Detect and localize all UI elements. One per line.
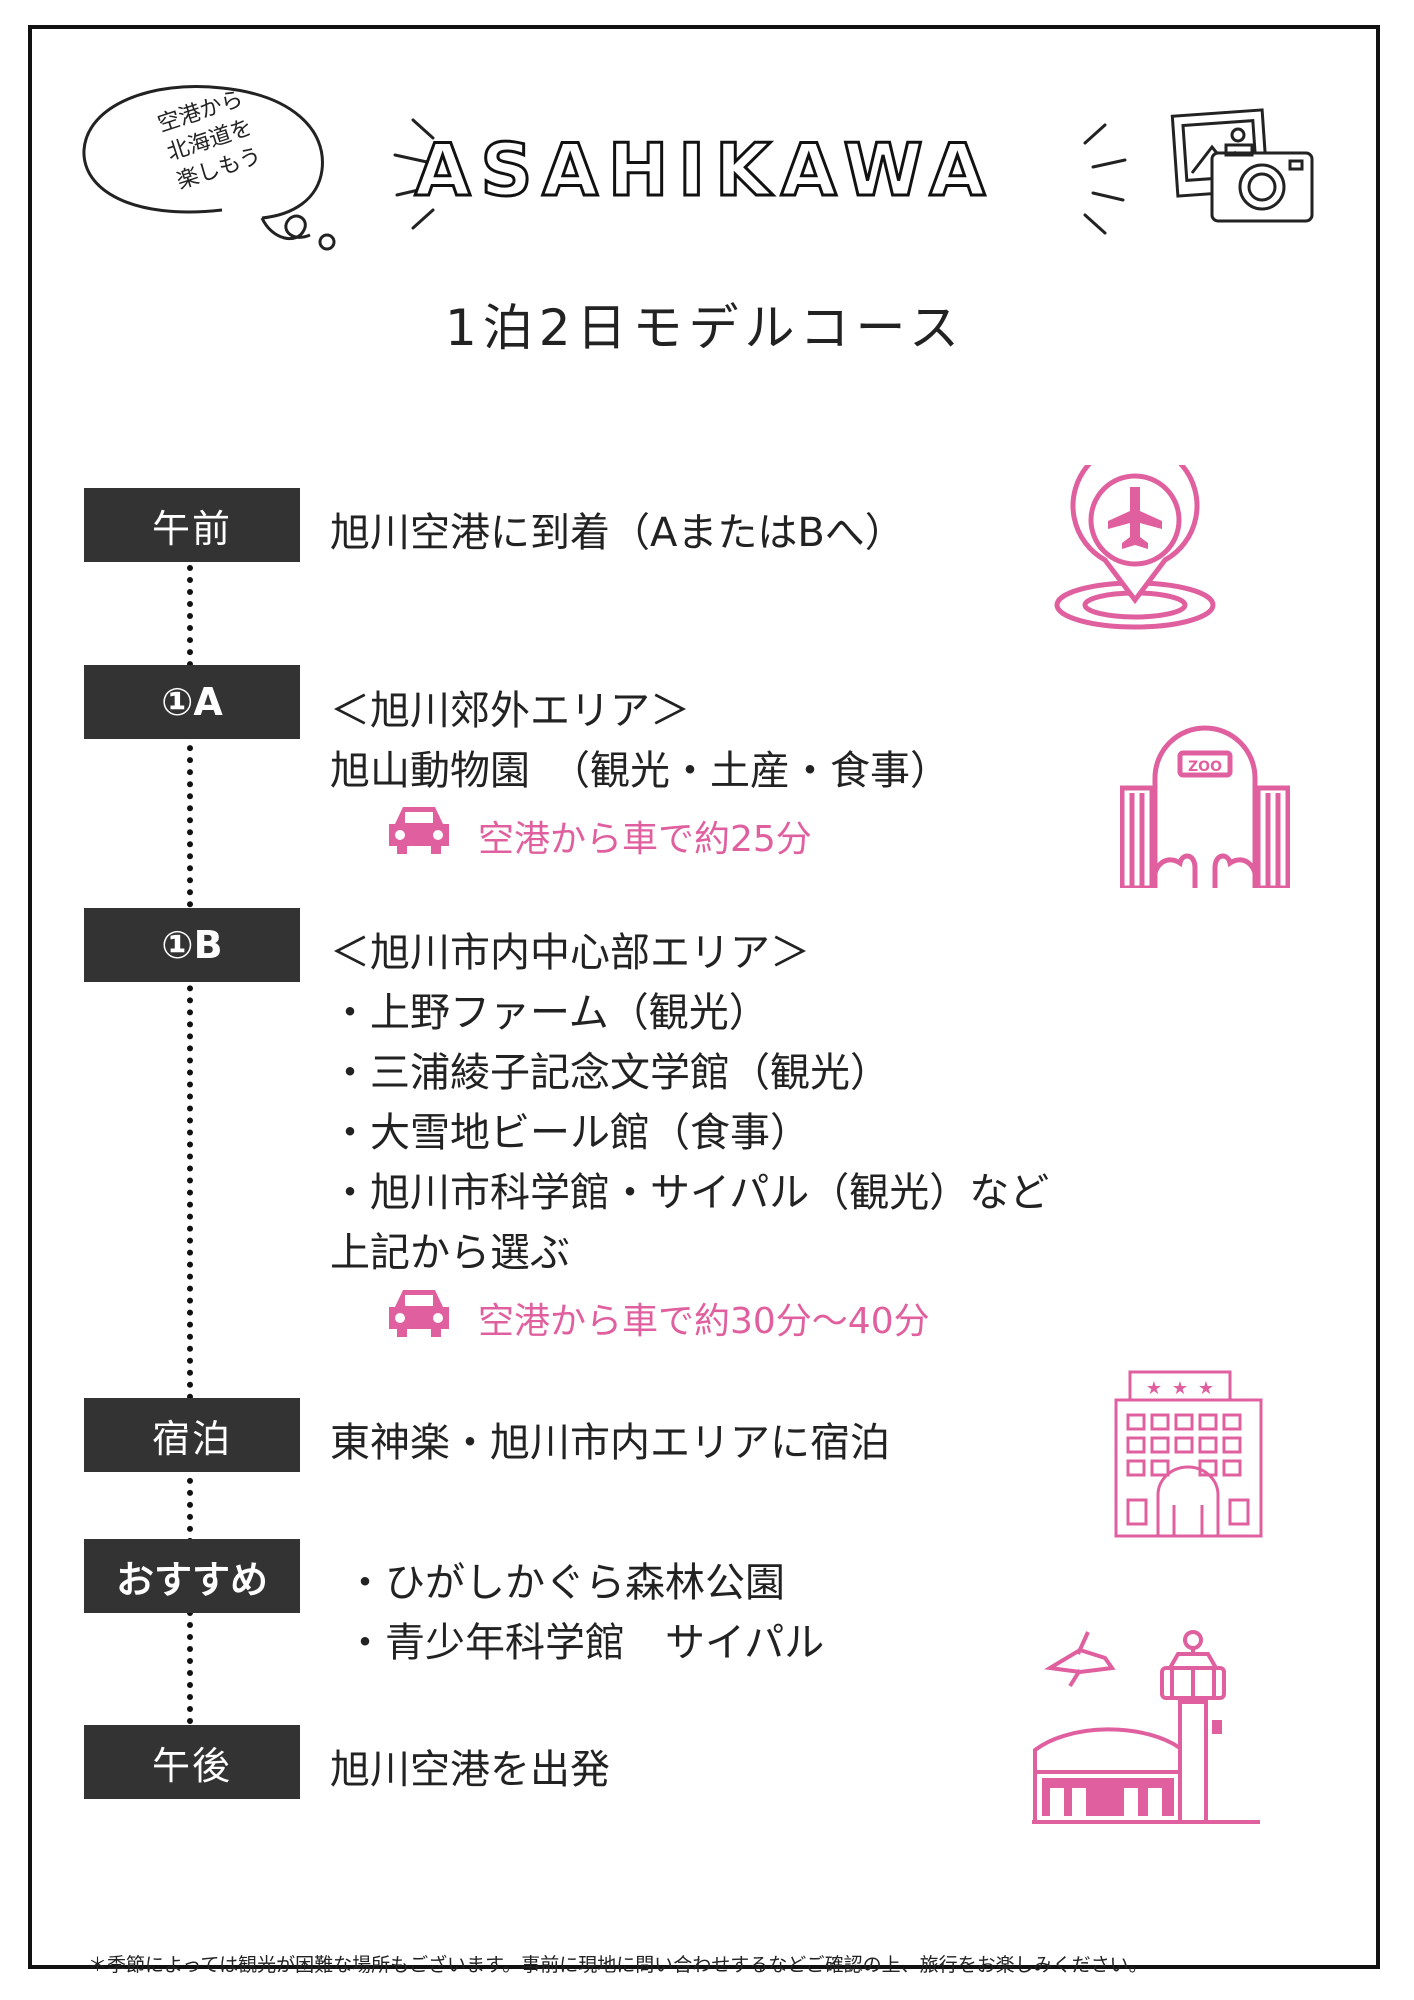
page-title: ASAHIKAWA [413,127,996,214]
page-frame [28,25,1380,1969]
option-a-spot: 旭山動物園 （観光・土産・食事） [330,748,950,794]
stay-text: 東神楽・旭川市内エリアに宿泊 [330,1420,890,1466]
option-b-item: ・上野ファーム（観光） [330,990,769,1036]
svg-text:★: ★ [1146,1378,1162,1399]
left-rays-icon [393,118,435,230]
option-b-area: ＜旭川市内中心部エリア＞ [330,930,810,976]
option-b-access: 空港から車で約30分〜40分 [478,1301,930,1342]
tag-recommend: おすすめ [84,1539,300,1613]
svg-text:ZOO: ZOO [1188,759,1222,775]
airport-pin-icon [1054,465,1216,630]
morning-text: 旭川空港に到着（AまたはBへ） [330,510,905,556]
option-b-item: ・大雪地ビール館（食事） [330,1110,810,1156]
hotel-icon: ★ ★ ★ [1114,1370,1263,1538]
option-b-item: ・三浦綾子記念文学館（観光） [330,1050,890,1096]
footnote: ＊季節によっては観光が困難な場所もございます。事前に現地に問い合わせするなどご確… [88,1954,1148,1976]
tag-afternoon: 午後 [84,1725,300,1799]
tag-stay: 宿泊 [84,1398,300,1472]
svg-text:★: ★ [1172,1378,1188,1399]
right-rays-icon [1083,123,1127,235]
car-icon [389,807,449,854]
page-subtitle: 1泊2日モデルコース [444,299,966,357]
car-icon [389,1290,449,1337]
option-a-access: 空港から車で約25分 [478,819,812,860]
tag-morning: 午前 [84,488,300,562]
speech-bubble-icon [82,85,336,251]
airport-tower-icon [1032,1630,1260,1824]
option-b-item: ・旭川市科学館・サイパル（観光）など [330,1170,1050,1216]
option-a-area: ＜旭川郊外エリア＞ [330,688,690,734]
recommend-item: ・ひがしかぐら森林公園 [345,1560,785,1606]
tag-option-a: ①A [84,665,300,739]
option-b-note: 上記から選ぶ [330,1230,570,1276]
zoo-icon: ZOO [1120,725,1290,888]
recommend-item: ・青少年科学館 サイパル [345,1620,825,1666]
camera-photo-icon [1170,108,1314,223]
tag-option-b: ①B [84,908,300,982]
timeline-dots [187,565,193,1725]
afternoon-text: 旭川空港を出発 [330,1747,610,1793]
svg-text:★: ★ [1198,1378,1214,1399]
